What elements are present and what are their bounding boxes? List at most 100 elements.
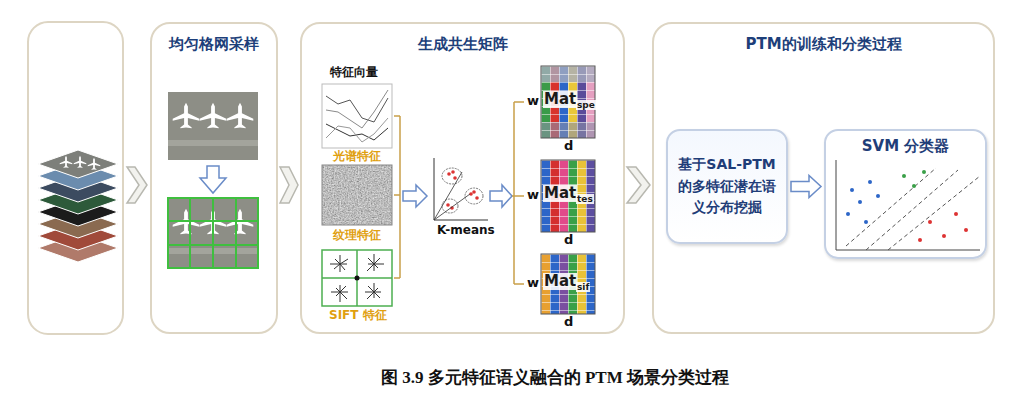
svm-plot <box>912 184 916 188</box>
co-occurrence-matrix <box>541 254 595 314</box>
stage-chevron <box>627 167 650 203</box>
aerial-image <box>168 140 258 146</box>
co-occurrence-matrix <box>541 160 595 232</box>
merge-bracket <box>403 185 427 207</box>
gridded-image <box>168 198 258 268</box>
matrix-subscript: tes <box>576 194 594 204</box>
gridded-image <box>168 198 258 268</box>
sift-grid <box>322 250 392 306</box>
image-stack <box>60 156 73 168</box>
dimension-label: d <box>564 233 573 248</box>
kmeans-scatter <box>453 176 457 180</box>
dimension-label: w <box>527 188 539 203</box>
kmeans-scatter <box>442 199 458 213</box>
line-chart <box>326 96 388 122</box>
split-bracket <box>490 185 512 207</box>
image-stack <box>38 150 118 178</box>
merge-bracket <box>394 116 427 278</box>
svm-plot <box>864 220 868 224</box>
aerial-image <box>200 103 227 129</box>
kmeans-scatter <box>475 196 479 200</box>
matrix-name: Mat <box>543 91 577 108</box>
line-chart <box>326 118 388 142</box>
feature-name: 光谱特征 <box>333 150 381 164</box>
sift-grid <box>365 283 381 299</box>
dimension-label: d <box>564 315 573 330</box>
svm-plot <box>918 238 922 242</box>
dimension-label: w <box>527 94 539 109</box>
stage-panel: 均匀格网采样 <box>150 22 278 334</box>
feature-name: 纹理特征 <box>333 229 381 243</box>
split-bracket <box>490 102 524 284</box>
dimension-label: w <box>527 276 539 291</box>
aerial-image <box>168 92 258 160</box>
svm-plot <box>850 188 854 192</box>
svm-plot <box>942 234 946 238</box>
gridded-image <box>168 198 258 268</box>
kmeans-scatter <box>434 158 488 220</box>
kmeans-scatter <box>447 172 451 176</box>
co-occurrence-matrix <box>541 66 595 138</box>
svm-plot <box>868 180 872 184</box>
line-chart <box>322 84 392 148</box>
matrix-name: Mat <box>543 273 577 290</box>
matrix-subscript: spe <box>576 100 596 110</box>
co-occurrence-matrix <box>541 66 595 138</box>
co-occurrence-matrix <box>541 254 595 314</box>
texture-image <box>322 165 392 225</box>
svm-plot <box>846 212 850 216</box>
algorithm-name: K-means <box>437 224 495 238</box>
stage-chevron <box>127 167 147 203</box>
svm-plot <box>928 220 932 224</box>
image-stack <box>38 150 118 262</box>
kmeans-scatter <box>472 190 476 194</box>
svm-plot <box>858 200 862 204</box>
image-stack <box>88 158 101 170</box>
kmeans-scatter <box>451 170 455 174</box>
sift-grid <box>367 254 384 271</box>
dimension-label: d <box>564 139 573 154</box>
svm-plot <box>846 168 980 250</box>
co-occurrence-matrix <box>541 160 595 232</box>
co-occurrence-matrix <box>541 160 595 232</box>
split-bracket <box>512 102 524 284</box>
svm-plot <box>902 174 906 178</box>
merge-bracket <box>394 116 400 278</box>
box-text: 基于SAL-PTM的多特征潜在语义分布挖掘 <box>676 154 778 219</box>
process-box: 基于SAL-PTM的多特征潜在语义分布挖掘 <box>666 129 788 244</box>
matrix-name: Mat <box>543 185 577 202</box>
gridded-image <box>168 198 258 268</box>
sift-grid <box>322 250 392 306</box>
svm-plot <box>836 160 980 250</box>
line-chart <box>322 84 392 148</box>
line-chart <box>326 90 388 128</box>
aerial-image <box>227 103 254 129</box>
sift-grid <box>331 285 348 302</box>
stage-chevron <box>127 167 147 203</box>
input-panel <box>28 22 123 334</box>
co-occurrence-matrix <box>541 254 595 314</box>
svm-plot <box>964 228 968 232</box>
image-stack <box>74 156 87 168</box>
box-text: SVM 分类器 <box>826 131 985 156</box>
svm-plot <box>954 212 958 216</box>
kmeans-scatter <box>446 203 450 207</box>
kmeans-scatter <box>434 172 470 220</box>
kmeans-scatter <box>442 168 462 184</box>
matrix-subscript: sif <box>576 282 590 292</box>
stage-chevron <box>280 167 298 203</box>
svm-plot <box>836 160 980 250</box>
aerial-image <box>173 103 200 129</box>
flow-arrow <box>791 176 821 198</box>
down-arrow <box>200 166 226 193</box>
panel-title: 均匀格网采样 <box>152 24 276 54</box>
panel-title: 生成共生矩阵 <box>302 24 623 54</box>
svm-plot <box>876 194 880 198</box>
kmeans-scatter <box>434 158 488 220</box>
line-chart <box>326 124 388 140</box>
feature-heading: 特征向量 <box>330 66 378 80</box>
down-arrow <box>200 166 226 193</box>
